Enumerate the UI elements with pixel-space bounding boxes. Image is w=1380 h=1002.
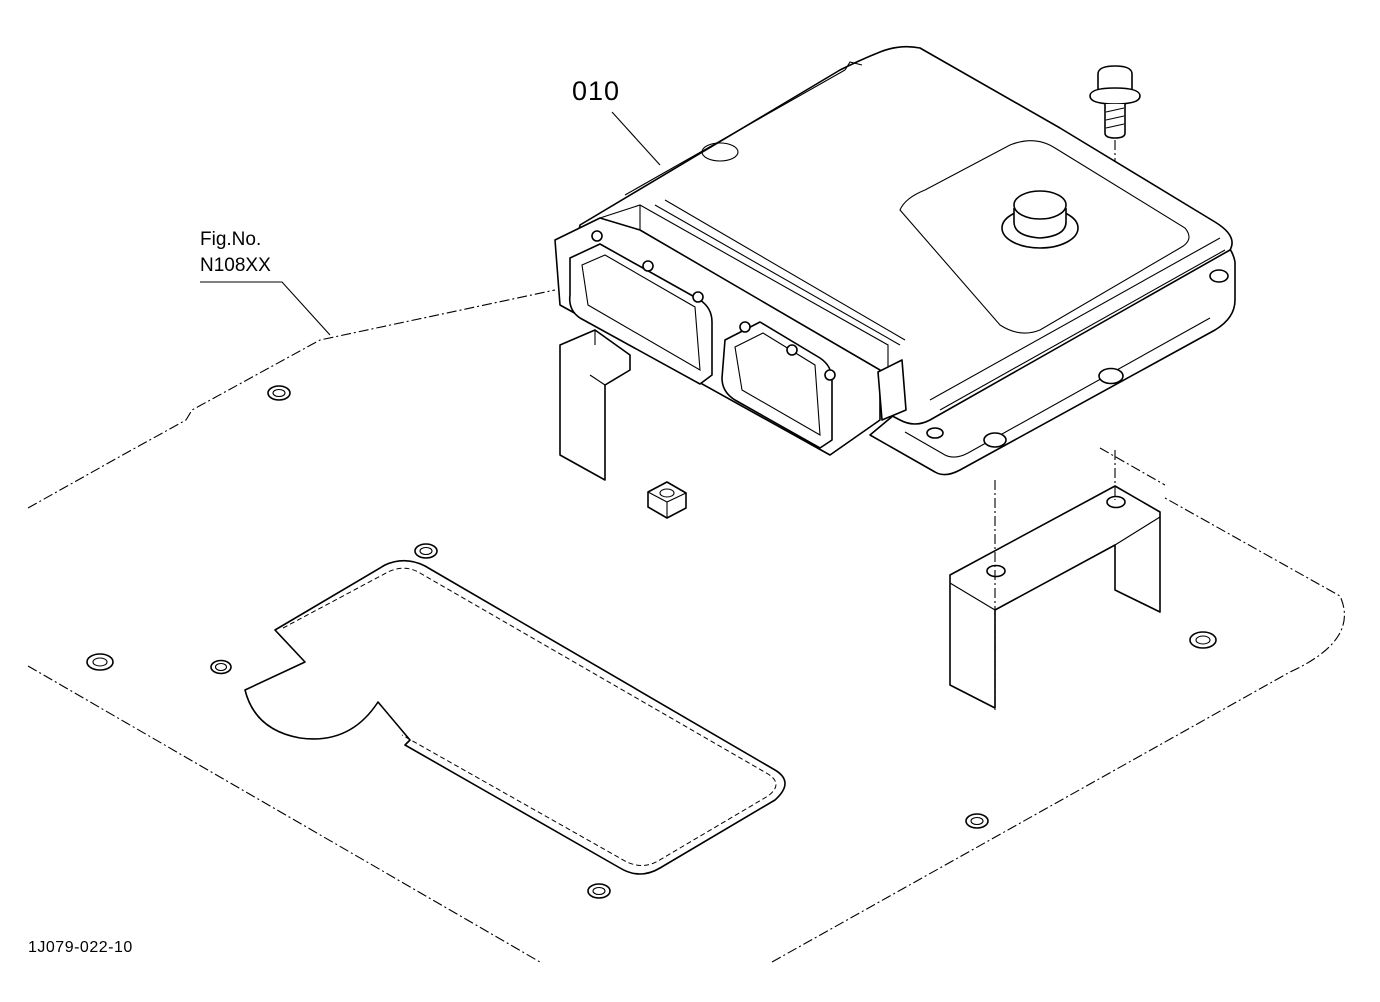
figure-reference-label: Fig.No. xyxy=(200,229,262,250)
figure-number-label: N108XX xyxy=(200,255,271,276)
drawing-code-label: 1J079-022-10 xyxy=(28,939,133,956)
plate-cutout xyxy=(244,559,786,875)
plate-holes xyxy=(86,385,1217,899)
square-nut xyxy=(647,481,687,519)
ecu-unit xyxy=(554,45,1236,476)
fig-ref-leader xyxy=(200,281,331,336)
part-010-leader xyxy=(611,111,661,166)
base-plate xyxy=(27,289,1345,963)
leader-lines xyxy=(200,111,661,336)
left-bracket xyxy=(559,329,631,481)
part-number-label: 010 xyxy=(572,76,621,106)
right-bracket xyxy=(949,485,1161,709)
